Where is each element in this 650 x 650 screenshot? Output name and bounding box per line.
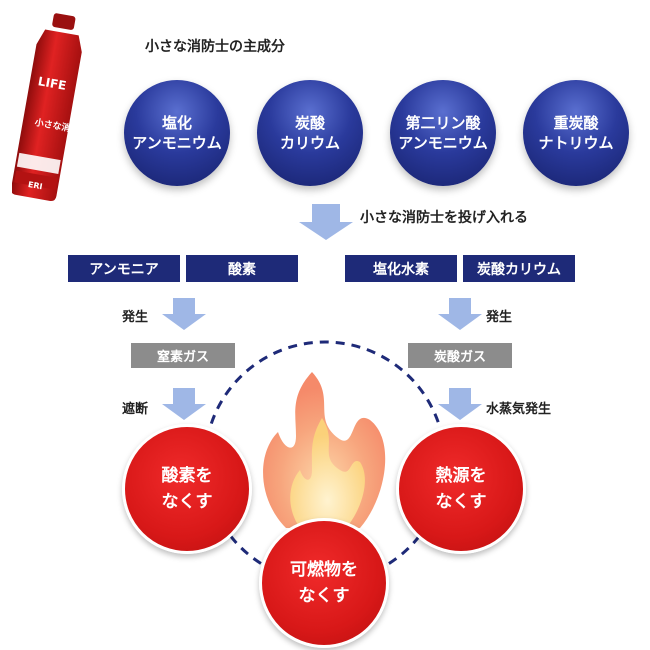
left-product-box: アンモニア bbox=[68, 255, 180, 282]
down-arrow-icon bbox=[438, 388, 482, 420]
ingredient-circle: 重炭酸 ナトリウム bbox=[523, 80, 629, 186]
right-step1-label: 発生 bbox=[486, 310, 513, 325]
right-product-box: 炭酸カリウム bbox=[463, 255, 575, 282]
left-step1-label: 発生 bbox=[122, 310, 149, 325]
throw-in-label: 小さな消防士を投げ入れる bbox=[360, 210, 528, 226]
left-product-box: 酸素 bbox=[186, 255, 298, 282]
ingredient-circle: 炭酸 カリウム bbox=[257, 80, 363, 186]
down-arrow-icon bbox=[438, 298, 482, 330]
down-arrow-icon bbox=[162, 388, 206, 420]
left-gas-box: 窒素ガス bbox=[131, 343, 235, 368]
ingredient-circle: 第二リン酸 アンモニウム bbox=[390, 80, 496, 186]
fire-extinguisher-bottle-image: LIFE 小さな消防士 ERI bbox=[12, 13, 89, 201]
left-step2-label: 遮断 bbox=[122, 402, 149, 417]
bottle-logo-text: LIFE bbox=[37, 74, 68, 93]
result-remove-oxygen: 酸素を なくす bbox=[122, 424, 252, 554]
down-arrow-icon bbox=[299, 204, 353, 240]
down-arrow-icon bbox=[162, 298, 206, 330]
right-product-box: 塩化水素 bbox=[345, 255, 457, 282]
ingredient-circle: 塩化 アンモニウム bbox=[124, 80, 230, 186]
bottle-brand: ERI bbox=[27, 180, 43, 191]
right-step2-label: 水蒸気発生 bbox=[486, 402, 552, 417]
right-gas-box: 炭酸ガス bbox=[408, 343, 512, 368]
flame-icon bbox=[263, 372, 386, 528]
result-remove-fuel: 可燃物を なくす bbox=[259, 518, 389, 648]
result-remove-heat: 熱源を なくす bbox=[396, 424, 526, 554]
diagram-title: 小さな消防士の主成分 bbox=[145, 39, 285, 55]
